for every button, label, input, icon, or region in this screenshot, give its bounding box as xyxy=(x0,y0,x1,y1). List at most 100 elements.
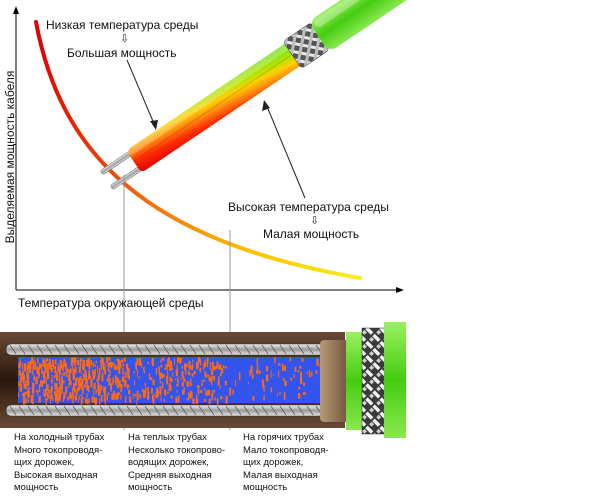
core-speckle xyxy=(170,364,173,368)
wire-strand xyxy=(54,405,62,416)
core-speckle xyxy=(219,364,222,370)
column-line: мощность xyxy=(243,482,288,493)
core-speckle xyxy=(152,394,154,402)
core-speckle xyxy=(189,391,192,398)
core-speckle xyxy=(299,365,302,369)
column-line: Средняя выходная xyxy=(128,469,212,481)
core-speckle xyxy=(229,387,231,396)
wire-strand xyxy=(9,344,17,355)
core-speckle xyxy=(85,380,88,385)
core-speckle xyxy=(274,357,276,364)
core-speckle xyxy=(38,384,41,392)
axes xyxy=(13,6,404,293)
cable-jacket xyxy=(311,0,412,49)
column-line: Мало токопроводя- xyxy=(243,444,329,456)
label-high-temp: Высокая температура среды xyxy=(228,200,389,214)
core-speckle xyxy=(303,382,305,386)
core-speckle xyxy=(192,359,194,363)
core-speckle xyxy=(99,389,101,394)
core-speckle xyxy=(301,358,304,362)
core-speckle xyxy=(19,383,22,392)
wire-strand xyxy=(117,344,125,355)
core-speckle xyxy=(191,364,193,371)
core-speckle xyxy=(55,394,58,398)
core-speckle xyxy=(297,393,301,399)
core-speckle xyxy=(40,380,42,386)
core-speckle xyxy=(175,396,178,403)
core-speckle xyxy=(58,376,61,384)
core-speckle xyxy=(124,385,126,388)
core-speckle xyxy=(151,358,154,366)
cable-section xyxy=(0,322,406,438)
core-speckle xyxy=(124,371,127,375)
core-speckle xyxy=(176,390,178,393)
wire-strand xyxy=(207,344,215,355)
core-speckle xyxy=(51,379,53,386)
wire-strand xyxy=(234,344,242,355)
core-speckle xyxy=(31,386,34,394)
core-speckle xyxy=(95,389,97,394)
core-speckle xyxy=(150,377,153,381)
core-speckle xyxy=(209,362,212,365)
core-speckle xyxy=(115,376,117,382)
core-speckle xyxy=(203,379,205,382)
core-speckle xyxy=(152,379,155,385)
wire-strand xyxy=(90,344,98,355)
core-speckle xyxy=(61,373,63,379)
core-speckle xyxy=(85,384,86,387)
core-speckle xyxy=(20,381,22,387)
core-speckle xyxy=(74,373,76,380)
wire-strand xyxy=(63,405,71,416)
core-speckle xyxy=(144,382,146,386)
core-speckle xyxy=(177,357,180,363)
core-speckle xyxy=(84,375,88,381)
column-line: мощность xyxy=(128,482,173,493)
core-speckle xyxy=(30,360,32,369)
core-speckle xyxy=(18,370,21,376)
core-speckle xyxy=(25,381,26,384)
core-speckle xyxy=(175,378,177,381)
core-speckle xyxy=(93,396,96,404)
core-speckle xyxy=(122,363,124,367)
wire-strand xyxy=(36,344,44,355)
core-speckle xyxy=(181,370,184,377)
core-speckle xyxy=(114,364,117,370)
core-speckle xyxy=(225,395,228,404)
core-speckle xyxy=(118,366,121,374)
core-speckle xyxy=(183,378,186,383)
core-speckle xyxy=(86,393,88,398)
core-speckle xyxy=(167,391,169,394)
wire-strand xyxy=(135,405,143,416)
wire-strand xyxy=(45,344,53,355)
core-speckle xyxy=(168,357,170,362)
core-speckle xyxy=(225,366,227,369)
core-speckle xyxy=(310,372,313,377)
core-speckle xyxy=(256,366,259,374)
core-speckle xyxy=(193,370,196,375)
core-speckle xyxy=(93,383,96,390)
core-speckle xyxy=(148,373,151,379)
core-speckle xyxy=(207,389,211,396)
label-low-power: Малая мощность xyxy=(263,227,360,241)
cable-illustration xyxy=(100,0,412,190)
wire-strand xyxy=(261,405,269,416)
core-speckle xyxy=(143,370,145,374)
core-speckle xyxy=(117,359,120,366)
wire-strand xyxy=(243,344,251,355)
core-speckle xyxy=(139,376,141,379)
core-speckle xyxy=(41,380,44,385)
core-speckle xyxy=(81,396,84,399)
core-speckle xyxy=(214,375,216,382)
core-speckle xyxy=(24,398,27,404)
wire-strand xyxy=(72,344,80,355)
core-speckle xyxy=(117,358,119,361)
core-speckle xyxy=(213,366,216,371)
core-speckle xyxy=(46,385,49,391)
column-line: Несколько токопрово- xyxy=(128,444,226,456)
core-speckle xyxy=(37,367,40,371)
core-speckle xyxy=(72,357,75,363)
core-speckle xyxy=(210,375,213,379)
wire-strand xyxy=(216,405,224,416)
wire-strand xyxy=(90,405,98,416)
core-speckle xyxy=(94,397,98,405)
